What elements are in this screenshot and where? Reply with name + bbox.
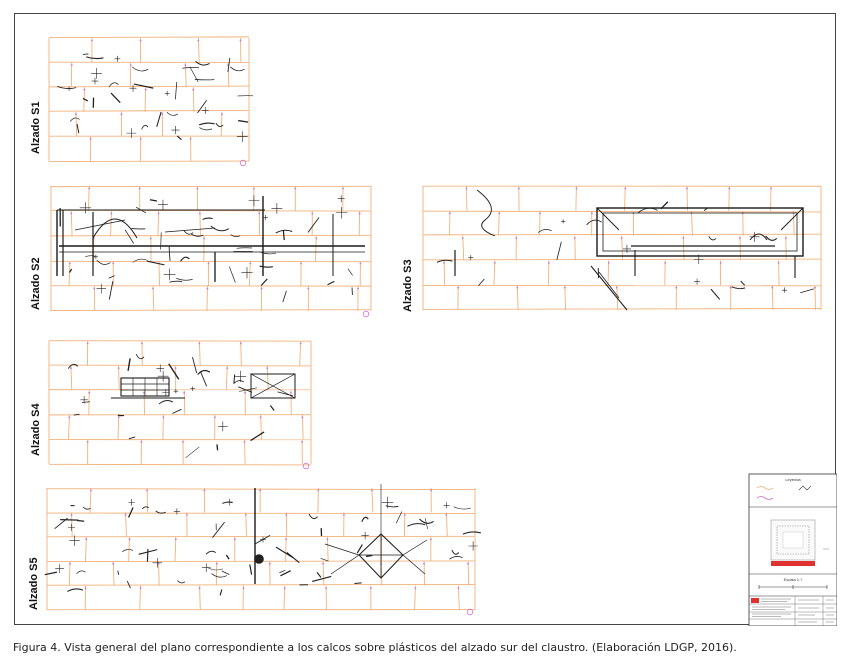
scale-bar: Escala 1:? xyxy=(758,577,828,589)
elevation-s3: Alzado S3 xyxy=(402,185,822,312)
scale-label: Escala 1:? xyxy=(784,577,803,582)
elevation-s5-label: Alzado S5 xyxy=(28,557,40,610)
elevation-s1: Alzado S1 xyxy=(30,36,254,167)
elevation-s3-engravings xyxy=(436,201,814,300)
elevation-s1-masonry xyxy=(48,36,250,162)
elevation-s3-label: Alzado S3 xyxy=(402,259,414,312)
elevation-s1-label: Alzado S1 xyxy=(30,101,42,154)
elevation-s3-masonry xyxy=(422,185,822,311)
info-table xyxy=(749,596,837,626)
elevation-s2: Alzado S2 xyxy=(30,185,372,318)
elevation-s5-engravings xyxy=(44,496,482,596)
elevation-s4: Alzado S4 xyxy=(30,340,312,470)
elevation-s4-masonry xyxy=(48,340,312,466)
elevation-s5-marker xyxy=(466,608,474,616)
legend-swatch-marker xyxy=(756,496,774,500)
elevation-s4-engravings xyxy=(67,354,293,459)
elevation-s3-frames xyxy=(454,189,804,311)
elevation-s5-masonry xyxy=(46,487,476,611)
elevation-s4-marker xyxy=(302,462,310,470)
drawing-sheet: Alzado S1 Alzado S2 xyxy=(14,13,837,626)
elevation-s2-engravings xyxy=(59,195,353,303)
elevation-s2-marker xyxy=(362,310,370,318)
elevation-s4-frames xyxy=(111,373,296,399)
elevation-s2-frames xyxy=(56,196,365,282)
elevation-s5-frames xyxy=(254,484,428,584)
key-plan xyxy=(770,519,829,566)
figure-caption: Figura 4. Vista general del plano corres… xyxy=(13,641,737,654)
legend-heading: Leyenda xyxy=(785,477,801,482)
elevation-s5: Alzado S5 xyxy=(28,484,482,616)
key-plan-highlight xyxy=(771,561,815,566)
elevation-s1-engravings xyxy=(57,53,254,143)
legend-swatch-joint xyxy=(756,486,774,490)
elevation-s2-label: Alzado S2 xyxy=(30,257,42,310)
elevation-s1-marker xyxy=(239,159,247,167)
title-block: Leyenda Escala 1:? xyxy=(748,473,837,626)
legend-swatch-engraving xyxy=(798,485,812,491)
elevations-drawing: Alzado S1 Alzado S2 xyxy=(28,36,837,626)
elevation-s4-label: Alzado S4 xyxy=(30,403,42,456)
elevation-s2-masonry xyxy=(50,185,372,312)
legend: Leyenda xyxy=(756,477,812,500)
